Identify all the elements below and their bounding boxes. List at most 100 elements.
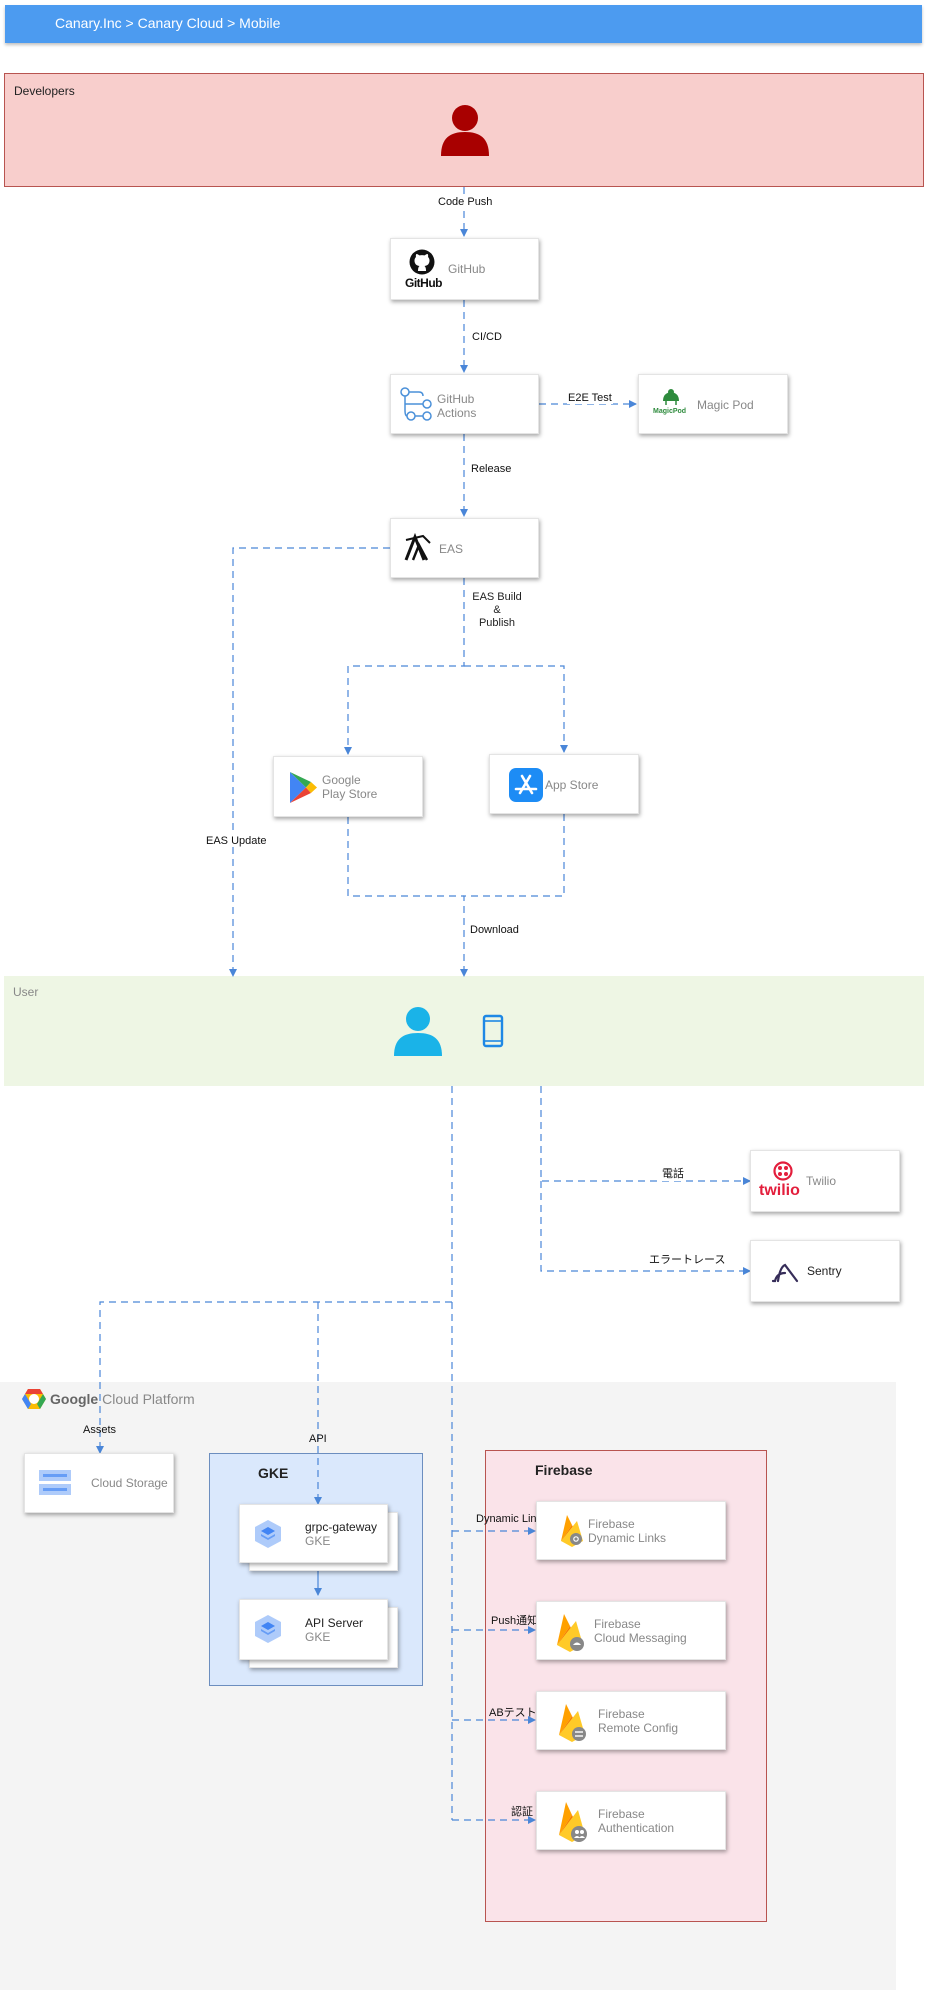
label-api: API: [309, 1433, 327, 1445]
label-code-push: Code Push: [437, 196, 494, 208]
magic-pod-node[interactable]: MagicPod Magic Pod: [638, 374, 788, 434]
firebase-remote-config-label: Firebase Remote Config: [598, 1707, 678, 1735]
fb-auth-line2: Authentication: [598, 1821, 675, 1835]
github-actions-node[interactable]: GitHub Actions: [390, 374, 539, 434]
developers-lane-label: Developers: [14, 84, 75, 98]
breadcrumb-header: Canary.Inc > Canary Cloud > Mobile: [5, 5, 922, 43]
edge-eas-update: [229, 547, 390, 977]
fb-remote-line1: Firebase: [598, 1707, 645, 1721]
label-download: Download: [469, 924, 520, 936]
user-icon: [393, 1006, 443, 1056]
firebase-remote-config-icon: [559, 1704, 586, 1742]
label-eas-build-line2: &: [493, 604, 501, 616]
app-store-icon: [509, 768, 543, 802]
edge-appstore-download: [460, 814, 565, 977]
label-eas-update: EAS Update: [205, 835, 268, 847]
cloud-storage-icon: [39, 1470, 71, 1495]
magic-pod-label: Magic Pod: [697, 398, 754, 412]
api-server-title: API Server: [305, 1616, 364, 1630]
grpc-gateway-label: grpc-gateway GKE: [305, 1520, 377, 1548]
fb-dynamic-line1: Firebase: [588, 1517, 635, 1531]
edge-error-trace: [540, 1181, 751, 1275]
breadcrumb-title: Canary.Inc > Canary Cloud > Mobile: [55, 15, 281, 31]
edge-assets: [96, 1301, 452, 1454]
label-eas-build-line1: EAS Build: [472, 591, 522, 603]
eas-expo-icon: [404, 533, 431, 561]
github-node[interactable]: GitHub GitHub: [390, 238, 539, 300]
api-server-node[interactable]: API Server GKE: [239, 1599, 388, 1660]
grpc-gateway-node[interactable]: grpc-gateway GKE: [239, 1504, 388, 1563]
firebase-cloud-messaging-label: Firebase Cloud Messaging: [594, 1617, 687, 1645]
api-server-subtitle: GKE: [305, 1630, 331, 1644]
gcp-google-word: Google: [50, 1391, 99, 1407]
google-play-store-node[interactable]: Google Play Store: [273, 756, 423, 817]
firebase-dynamic-links-label: Firebase Dynamic Links: [588, 1517, 666, 1545]
label-release: Release: [470, 463, 513, 475]
label-eas-build-line3: Publish: [478, 617, 516, 629]
developer-icon: [440, 104, 490, 156]
fb-remote-line2: Remote Config: [598, 1721, 679, 1735]
gke-hexagon-icon: [255, 1520, 281, 1548]
github-actions-label-line2: Actions: [437, 406, 477, 420]
user-lane: User: [4, 976, 924, 1086]
user-lane-label: User: [13, 985, 39, 999]
firebase-cloud-messaging-node[interactable]: Firebase Cloud Messaging: [536, 1601, 726, 1660]
sentry-label: Sentry: [807, 1264, 842, 1278]
firebase-authentication-node[interactable]: Firebase Authentication: [536, 1791, 726, 1850]
label-phone: 電話: [661, 1165, 685, 1181]
app-store-node[interactable]: App Store: [489, 754, 639, 814]
label-dynamic-link: Dynamic Link: [476, 1513, 543, 1525]
grpc-gateway-subtitle: GKE: [305, 1534, 331, 1548]
fb-messaging-line1: Firebase: [594, 1617, 641, 1631]
fb-dynamic-line2: Dynamic Links: [588, 1531, 667, 1545]
label-assets: Assets: [83, 1424, 117, 1436]
firebase-auth-icon: [559, 1802, 587, 1842]
gcp-title: Google Cloud Platform: [50, 1391, 195, 1407]
google-play-label-line2: Play Store: [322, 787, 378, 801]
magic-pod-icon: [663, 389, 679, 405]
cloud-storage-node[interactable]: Cloud Storage: [24, 1453, 174, 1513]
gke-group-title: GKE: [258, 1465, 289, 1481]
firebase-group-title: Firebase: [535, 1462, 593, 1478]
twilio-node[interactable]: twilio Twilio: [750, 1150, 900, 1212]
grpc-gateway-title: grpc-gateway: [305, 1520, 378, 1534]
app-store-label: App Store: [545, 778, 599, 792]
magic-pod-wordmark: MagicPod: [653, 408, 687, 415]
gke-hexagon-icon: [255, 1615, 281, 1643]
sentry-node[interactable]: Sentry: [750, 1240, 900, 1302]
firebase-remote-config-node[interactable]: Firebase Remote Config: [536, 1691, 726, 1750]
twilio-label: Twilio: [806, 1174, 837, 1188]
label-e2e-test: E2E Test: [567, 392, 613, 404]
google-play-icon: [290, 772, 317, 803]
edge-play-download: [347, 817, 464, 897]
fb-auth-line1: Firebase: [598, 1807, 645, 1821]
github-actions-label: GitHub Actions: [437, 392, 476, 420]
eas-label: EAS: [439, 542, 464, 556]
edge-phone: [540, 1086, 751, 1185]
twilio-icon: [773, 1161, 793, 1181]
gcp-platform-word: Cloud Platform: [102, 1391, 195, 1407]
google-play-label-line1: Google: [322, 773, 361, 787]
api-server-label: API Server GKE: [305, 1616, 363, 1644]
label-cicd: CI/CD: [471, 331, 503, 343]
firebase-dynamic-links-node[interactable]: Firebase Dynamic Links: [536, 1501, 726, 1560]
cloud-storage-label: Cloud Storage: [91, 1476, 168, 1490]
github-actions-icon: [400, 387, 432, 421]
label-error-trace: エラートレース: [648, 1251, 727, 1267]
label-eas-build: EAS Build & Publish: [466, 591, 528, 630]
firebase-flame-icon: [561, 1515, 583, 1547]
fb-messaging-line2: Cloud Messaging: [594, 1631, 687, 1645]
eas-node[interactable]: EAS: [390, 518, 539, 578]
google-cloud-logo-icon: [22, 1388, 46, 1410]
firebase-authentication-label: Firebase Authentication: [598, 1807, 674, 1835]
label-ab-test: ABテスト: [489, 1707, 537, 1719]
github-label: GitHub: [448, 262, 486, 276]
google-play-store-label: Google Play Store: [322, 773, 377, 801]
mobile-device-icon: [482, 1014, 504, 1048]
firebase-messaging-icon: [557, 1614, 584, 1652]
edge-eas-publish: [464, 665, 568, 753]
edge-eas-build: [344, 578, 465, 755]
label-push: Push通知: [491, 1615, 539, 1627]
github-wordmark: GitHub: [405, 276, 443, 290]
